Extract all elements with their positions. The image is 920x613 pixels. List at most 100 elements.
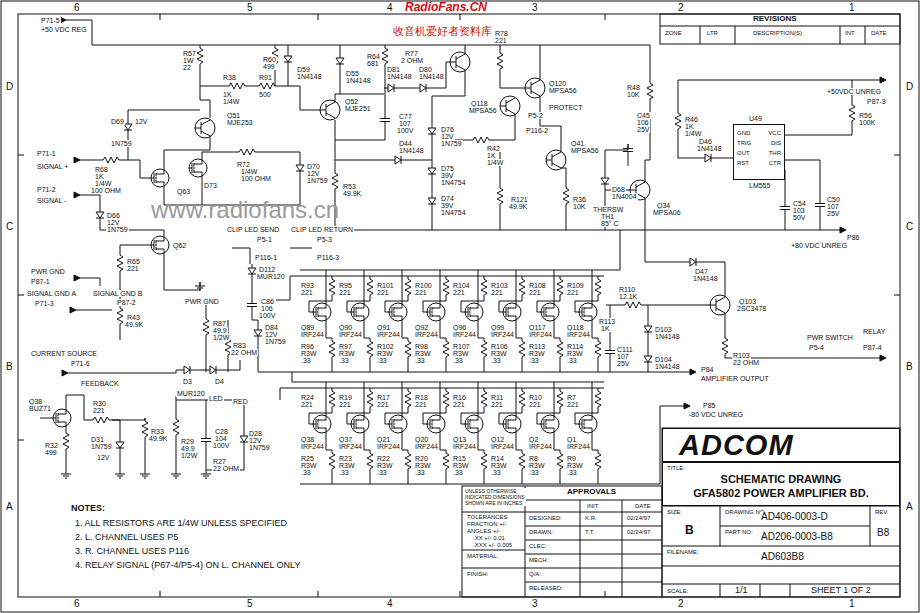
output-device-cell [452,270,490,372]
schematic-label: 50V [792,214,806,221]
schematic-label: R53 [342,183,357,190]
schematic-label: MJE253 [226,119,254,126]
schematic-label: MUR120 [176,390,206,397]
schematic-label: 12V [106,219,120,226]
schematic-label: Q21 [376,436,391,443]
schematic-label: IRF244 [376,443,401,450]
schematic-label: 221 [528,289,542,296]
schematic-label: 221 [566,289,580,296]
schematic-label: 49.9K [148,435,168,442]
schematic-label: 5 [246,599,254,609]
schematic-label: R25 [300,455,315,462]
diode-symbol [391,156,405,164]
schematic-label: 1 [848,3,856,13]
schematic-label: D31 [90,436,105,443]
schematic-label: 3 [531,599,539,609]
schematic-label: 12V [306,170,320,177]
schematic-label: 499 [262,63,276,70]
schematic-label: .33 [490,469,502,476]
schematic-label: FILENAME: [666,549,700,555]
schematic-label: R3W [566,350,584,357]
schematic-label: D66 [106,212,121,219]
schematic-label: 1/2W [212,334,230,341]
schematic-label: C45 [636,112,651,119]
resistor-symbol [173,416,179,438]
schematic-label: .33 [300,357,312,364]
schematic-label: P87-1 [30,278,51,285]
schematic-label: K.R. [584,515,598,521]
schematic-label: R78 [494,30,509,37]
schematic-label: CURRENT SOURCE [30,350,98,357]
schematic-label: Q2 [528,436,539,443]
capacitor-symbol [201,434,211,446]
schematic-label: 1N4754 [440,209,467,216]
schematic-label: R121 [510,196,529,203]
revisions-table [660,14,900,44]
schematic-label: IRF244 [452,331,477,338]
diode-symbol [644,322,652,336]
schematic-label: D47 [694,268,709,275]
schematic-label: R3W [528,462,546,469]
schematic-label: 6 [73,3,81,13]
schematic-label: IRF244 [300,331,325,338]
schematic-label: R29 [180,438,195,445]
resistor-symbol [622,302,644,308]
schematic-label: 10K [626,91,640,98]
schematic-label: R98 [414,343,429,350]
schematic-label: .33 [414,469,426,476]
schematic-label: 221 [92,407,106,414]
schematic-label: 221 [126,265,140,272]
circuit-wires [40,20,880,484]
schematic-label: +50 VDC REG [40,26,88,33]
schematic-label: Q99 [490,324,505,331]
schematic-label: B [905,362,914,372]
schematic-label: Q103 [738,298,757,305]
ic-label: LM555 [748,182,771,189]
capacitor-symbol [815,199,825,211]
schematic-label: 2. L. CHANNEL USES P5 [74,533,179,542]
schematic-label: Q62 [172,242,187,249]
schematic-label: R14 [490,455,505,462]
schematic-label: R3W [376,462,394,469]
schematic-label: 5 [246,3,254,13]
output-device-cell [490,382,528,484]
schematic-label: 1N4148 [398,147,425,154]
schematic-label: C77 [398,113,413,120]
schematic-label: C111 [616,346,634,353]
schematic-label: D103 [654,326,673,333]
schematic-label: Q63 [176,188,191,195]
schematic-label: IRF244 [528,331,553,338]
pin-name: VCC [768,128,781,138]
resistor-symbol [117,305,123,327]
schematic-label: 12V [134,118,148,125]
schematic-label: 221 [452,289,466,296]
connector-arrows [60,17,886,409]
schematic-label: 49.9 [212,327,228,334]
diode-symbol [701,154,715,162]
ground-symbol [115,470,125,478]
schematic-label: 221 [414,401,428,408]
schematic-label: 49.9K [508,203,528,210]
schematic-label: R27 [212,458,227,465]
schematic-label: .33 [528,357,540,364]
schematic-label: 1/1 [734,586,749,595]
schematic-label: R11 [490,394,504,401]
schematic-label: 1/4W [240,168,258,175]
logo-box: ADCOM [662,428,900,462]
resistor-symbol [497,185,503,207]
output-device-cell [338,270,376,372]
schematic-label: REV. [874,509,889,515]
schematic-label: 22 OHM [732,359,760,366]
schematic-label: .33 [490,357,502,364]
schematic-label: 4. RELAY SIGNAL (P67-4/P5-4) ON L. CHANN… [74,561,301,570]
schematic-label: CLIP LED RETURN [290,226,354,233]
diode-symbol [180,366,194,374]
diode-symbol [336,54,344,68]
transistor-symbol [320,100,340,120]
resistor-symbol [722,335,728,357]
revisions-grid [660,26,900,44]
schematic-label: TOLERANCES [466,514,509,520]
schematic-label: R3W [490,350,508,357]
schematic-label: 107 [616,353,630,360]
schematic-label: 106 [636,119,650,126]
